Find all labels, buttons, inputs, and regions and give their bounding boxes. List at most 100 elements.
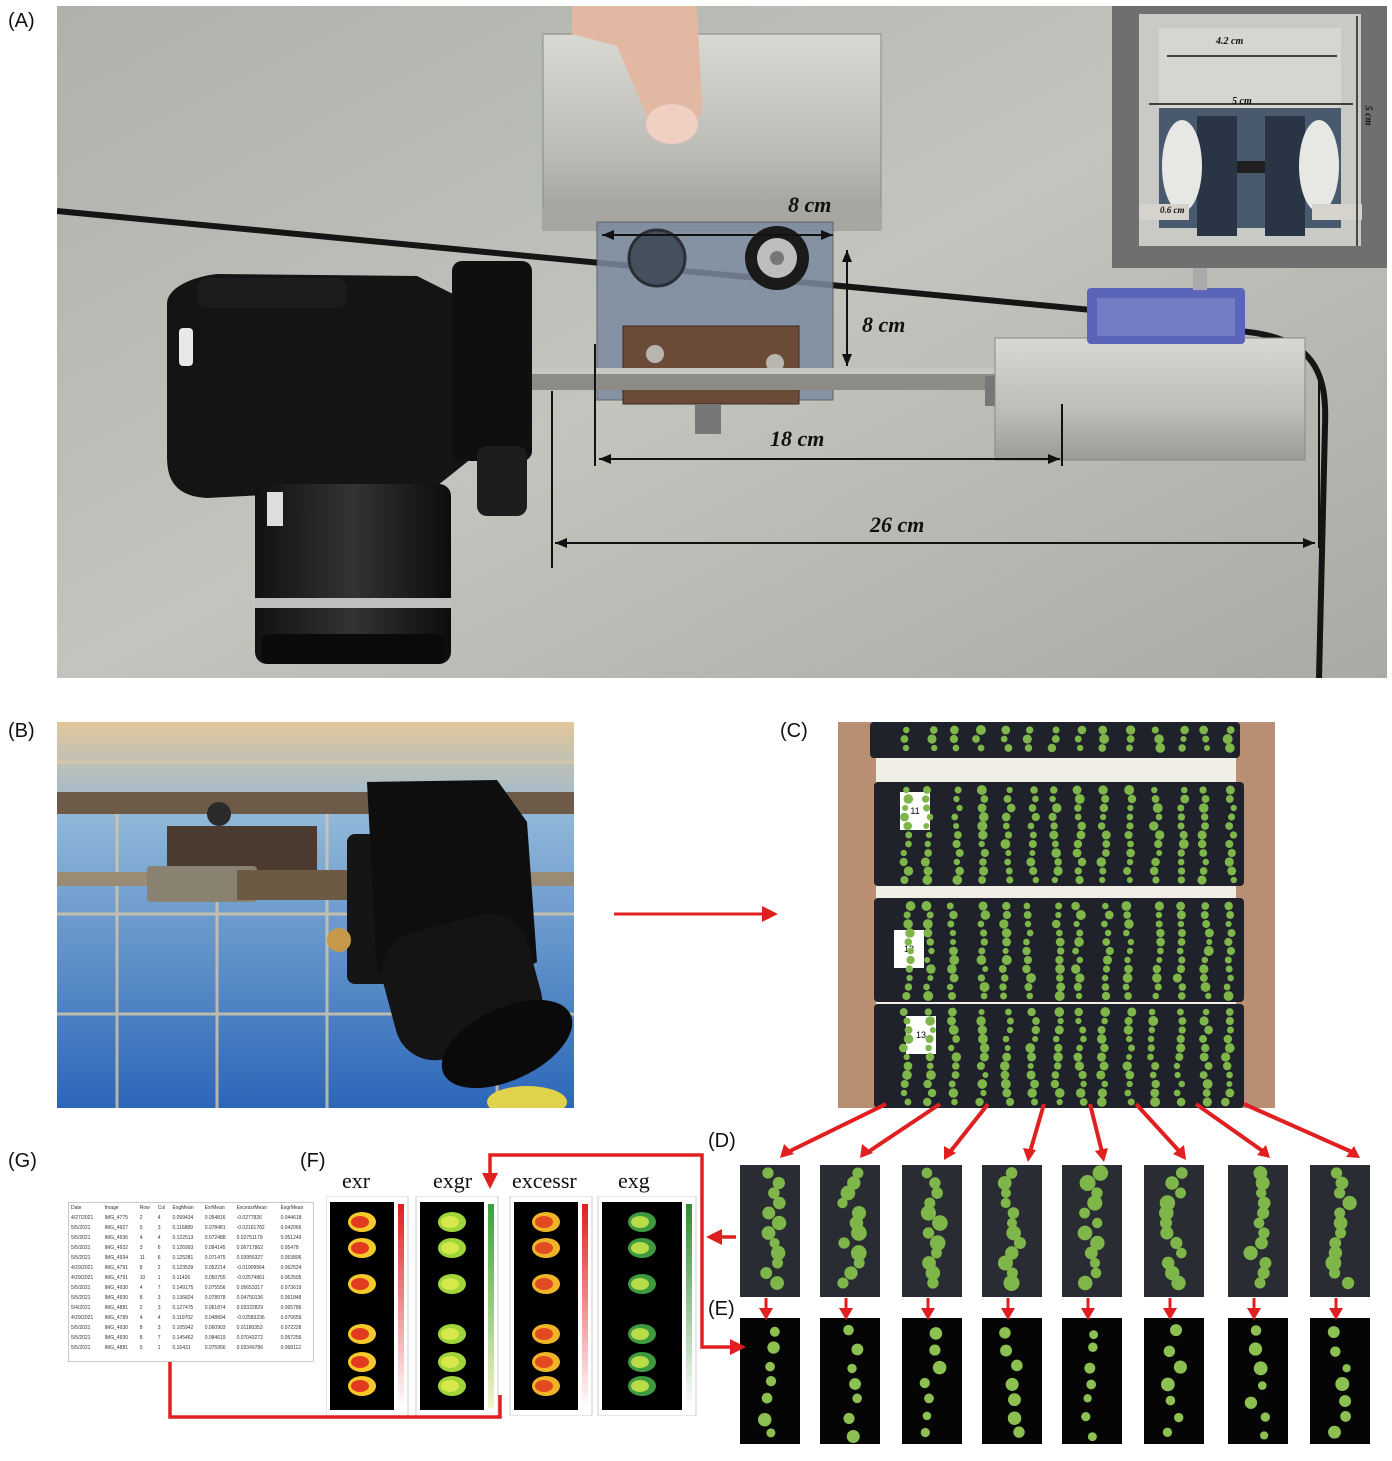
table-cell: IMG_4791 (104, 1265, 129, 1271)
segmented-strip-e (1228, 1318, 1288, 1444)
table-cell: -0.02574861 (236, 1275, 265, 1281)
table-cell: 5/5/2021 (71, 1245, 91, 1251)
table-cell: 5/5/2021 (71, 1255, 91, 1261)
table-header: ExcessrMean (236, 1205, 267, 1211)
table-cell: 3 (139, 1245, 143, 1251)
table-cell: 0.078481 (204, 1225, 226, 1231)
table-cell: 0.05653317 (236, 1285, 263, 1291)
table-cell: IMG_4791 (104, 1275, 129, 1281)
table-cell: 0.050755 (204, 1275, 226, 1281)
table-cell: 4/27/2021 (71, 1215, 94, 1221)
table-cell: 5/5/2021 (71, 1295, 91, 1301)
table-cell: 4 (157, 1235, 161, 1241)
table-cell: 8 (139, 1325, 143, 1331)
table-cell: 0.136824 (172, 1295, 194, 1301)
table-cell: 5/5/2021 (71, 1325, 91, 1331)
table-cell: 0.048894 (204, 1315, 226, 1321)
table-cell: 2 (157, 1265, 161, 1271)
table-cell: 0.149175 (172, 1285, 194, 1291)
table-cell: IMG_4927 (104, 1225, 129, 1231)
table-cell: IMG_4881 (104, 1305, 129, 1311)
table-header: ExrMean (204, 1205, 225, 1211)
dim-height: 8 cm (862, 312, 906, 337)
panel-b-photo (57, 722, 574, 1108)
index-maps (326, 1196, 697, 1416)
table-cell: -0.02583236 (236, 1315, 265, 1321)
table-cell: 0.051249 (280, 1235, 302, 1241)
table-cell: 0.070659 (280, 1315, 302, 1321)
table-cell: 0.052214 (204, 1265, 226, 1271)
table-cell: IMG_4932 (104, 1245, 129, 1251)
arrow-b-to-c (614, 906, 778, 922)
segmented-strip-e (740, 1318, 800, 1444)
table-cell: IMG_4881 (104, 1345, 129, 1351)
table-cell: 0.06717862 (236, 1245, 263, 1251)
crop-strip-d (982, 1165, 1042, 1297)
table-cell: 0.145462 (172, 1335, 194, 1341)
table-cell: 0.075556 (204, 1285, 226, 1291)
crop-strip-d (1062, 1165, 1122, 1297)
table-cell: 0.116889 (172, 1225, 193, 1231)
table-cell: 5/5/2021 (71, 1335, 91, 1341)
table-cell: IMG_4936 (104, 1235, 129, 1241)
table-cell: 0.126993 (172, 1245, 194, 1251)
table-cell: 0.068112 (280, 1345, 302, 1351)
table-cell: 0.01180353 (236, 1325, 263, 1331)
table-cell: 0.122513 (172, 1235, 194, 1241)
table-cell: 0.11426 (172, 1275, 191, 1281)
segmented-strip-e (820, 1318, 880, 1444)
seedling-dots (898, 725, 1238, 1107)
index-label-exg: exg (618, 1168, 650, 1193)
segmented-strip-e (1144, 1318, 1204, 1444)
table-header: Row (139, 1205, 150, 1211)
panel-label-g: (G) (8, 1150, 37, 1172)
table-cell: 0.061848 (280, 1295, 302, 1301)
index-label-exr: exr (342, 1168, 371, 1193)
table-cell: 4 (157, 1215, 161, 1221)
table-cell: 0.07043272 (236, 1335, 263, 1341)
table-cell: 5 (139, 1345, 143, 1351)
crop-strip-d (1310, 1165, 1370, 1297)
table-cell: IMG_4775 (104, 1215, 129, 1221)
segmented-strip-e (902, 1318, 962, 1444)
index-label-excessr: excessr (512, 1168, 577, 1193)
table-cell: 3 (157, 1295, 161, 1301)
dim-inset-outer: 5 cm (1232, 96, 1252, 107)
crop-strip-d (1228, 1165, 1288, 1297)
table-cell: 0.061874 (204, 1305, 226, 1311)
arrows-d-to-e (759, 1298, 1343, 1320)
table-cell: 10 (139, 1275, 146, 1281)
table-cell: 2 (139, 1305, 143, 1311)
table-cell: -0.0277826 (236, 1215, 262, 1221)
table-cell: -0.01909564 (236, 1265, 265, 1271)
table-cell: 0.060903 (204, 1325, 226, 1331)
panel-label-b: (B) (8, 720, 35, 742)
panel-label-e: (E) (708, 1298, 735, 1320)
table-cell: IMG_4934 (104, 1255, 129, 1261)
table-cell: 3 (157, 1225, 161, 1231)
table-cell: -0.02161782 (236, 1225, 265, 1231)
table-cell: 0.05478 (280, 1245, 299, 1251)
table-cell: 0.03956327 (236, 1255, 263, 1261)
panel-c-photo: 11 12 13 (838, 722, 1275, 1108)
table-cell: 7 (157, 1335, 161, 1341)
table-cell: 0.03349786 (236, 1345, 263, 1351)
table-header: ExgMean (172, 1205, 194, 1211)
table-cell: 11 (139, 1255, 145, 1261)
table-cell: 8 (139, 1265, 143, 1271)
table-cell: 0.127475 (172, 1305, 194, 1311)
table-cell: IMG_4930 (104, 1285, 129, 1291)
table-cell: 6 (157, 1245, 161, 1251)
table-cell: 4 (139, 1235, 143, 1241)
table-cell: 1 (157, 1275, 161, 1281)
